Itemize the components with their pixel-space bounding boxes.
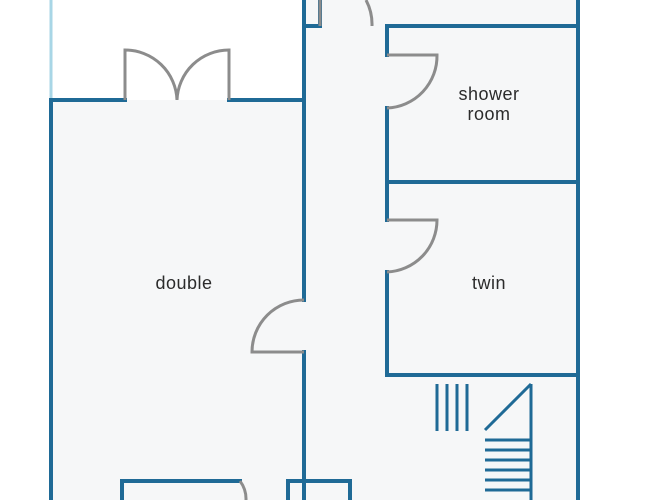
doors	[123, 0, 439, 500]
shower-room-label-line-2: room	[467, 104, 510, 124]
shower-room-label-line-1: shower	[458, 84, 519, 104]
walls	[49, 0, 580, 500]
top-room-door	[318, 0, 374, 27]
bottom-closet-wall	[286, 479, 352, 500]
room-labels: double shower room twin	[155, 84, 519, 293]
floor-areas	[50, 0, 578, 500]
double-room-floor	[50, 100, 304, 500]
double-room-door	[250, 298, 305, 354]
top-room-floor	[320, 0, 578, 26]
double-room-label: double	[155, 273, 212, 293]
double-door-left-leaf	[123, 48, 179, 101]
cupboard-door	[238, 480, 248, 500]
stair-diagonal	[483, 382, 533, 432]
hallway-floor	[304, 0, 578, 500]
double-door-right-leaf	[175, 48, 231, 101]
corridor-top-wall	[302, 0, 322, 28]
stairs	[435, 382, 533, 500]
twin-room-label: twin	[472, 273, 506, 293]
bottom-cupboard-wall	[120, 479, 242, 500]
twin-room-door	[386, 218, 439, 274]
shower-room-door	[386, 53, 439, 110]
